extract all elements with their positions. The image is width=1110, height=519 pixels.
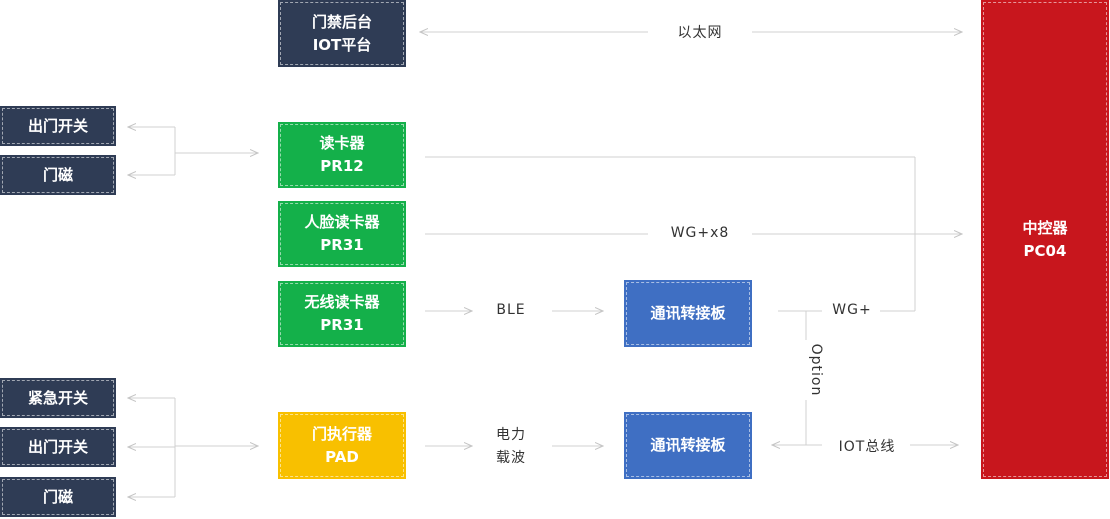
door-actuator-model: PAD xyxy=(325,447,359,466)
wg-x8-label: WG+x8 xyxy=(652,225,748,241)
door-sensor-label: 门磁 xyxy=(42,165,73,184)
exit-switch-box: 出门开关 xyxy=(0,106,116,146)
wg-plus-label: WG+ xyxy=(826,302,878,318)
power-carrier-line-1: 电力 xyxy=(496,427,526,443)
ethernet-label: 以太网 xyxy=(652,22,748,42)
exit-switch-label: 出门开关 xyxy=(27,116,88,135)
controller-box: 中控器 PC04 xyxy=(981,0,1109,479)
card-reader-model: PR12 xyxy=(320,157,364,175)
comm-board-2-box: 通讯转接板 xyxy=(624,412,752,479)
door-actuator-title: 门执行器 xyxy=(311,424,372,443)
door-sensor-2-box: 门磁 xyxy=(0,477,116,517)
emergency-switch-label: 紧急开关 xyxy=(27,388,88,407)
wireless-reader-box: 无线读卡器 PR31 xyxy=(278,281,406,347)
door-sensor-2-label: 门磁 xyxy=(42,487,73,506)
comm-board-1-box: 通讯转接板 xyxy=(624,280,752,347)
controller-model: PC04 xyxy=(1023,241,1067,260)
door-actuator-box: 门执行器 PAD xyxy=(278,412,406,479)
door-sensor-box: 门磁 xyxy=(0,155,116,195)
face-reader-model: PR31 xyxy=(320,236,364,254)
emergency-switch-box: 紧急开关 xyxy=(0,378,116,418)
backend-subtitle: IOT平台 xyxy=(312,35,372,54)
face-reader-box: 人脸读卡器 PR31 xyxy=(278,201,406,267)
comm-board-1-label: 通讯转接板 xyxy=(650,304,726,322)
iot-bus-label: IOT总线 xyxy=(826,436,908,456)
power-carrier-line-2: 载波 xyxy=(496,450,526,466)
card-reader-pr12-box: 读卡器 PR12 xyxy=(278,122,406,188)
option-label: Option xyxy=(808,340,824,400)
ble-label: BLE xyxy=(478,302,544,318)
exit-switch-2-label: 出门开关 xyxy=(27,437,88,456)
exit-switch-2-box: 出门开关 xyxy=(0,427,116,467)
backend-box: 门禁后台 IOT平台 xyxy=(278,0,406,67)
card-reader-title: 读卡器 xyxy=(319,134,365,152)
comm-board-2-label: 通讯转接板 xyxy=(650,436,726,454)
wireless-reader-model: PR31 xyxy=(320,316,364,334)
controller-title: 中控器 xyxy=(1022,218,1068,237)
power-carrier-label: 电力 载波 xyxy=(478,424,544,470)
backend-title: 门禁后台 xyxy=(311,12,372,31)
wireless-reader-title: 无线读卡器 xyxy=(304,293,380,311)
face-reader-title: 人脸读卡器 xyxy=(304,213,380,231)
